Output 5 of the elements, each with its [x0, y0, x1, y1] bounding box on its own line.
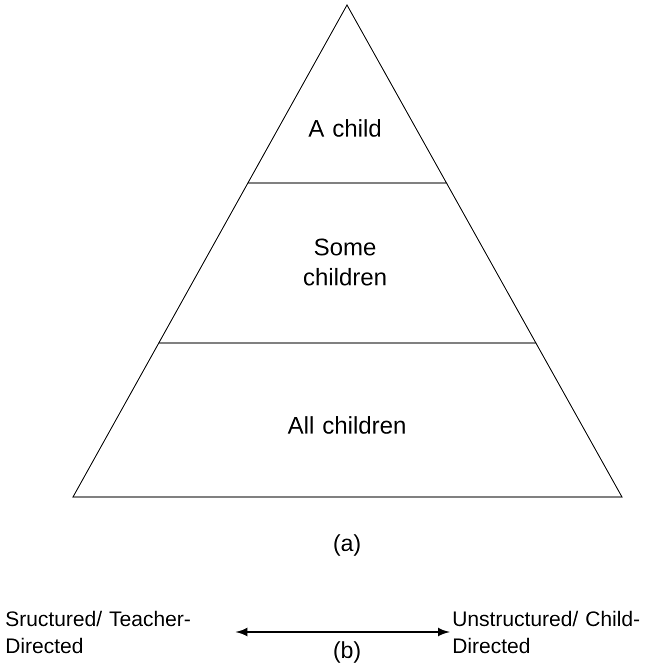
panel-label: (a) — [334, 534, 360, 556]
double-arrow — [238, 628, 447, 636]
pole-label: Sructured/ Teacher-Directed — [6, 610, 190, 654]
panel-label: (b) — [334, 641, 360, 663]
pole-label: Unstructured/ Child-Directed — [454, 610, 640, 654]
